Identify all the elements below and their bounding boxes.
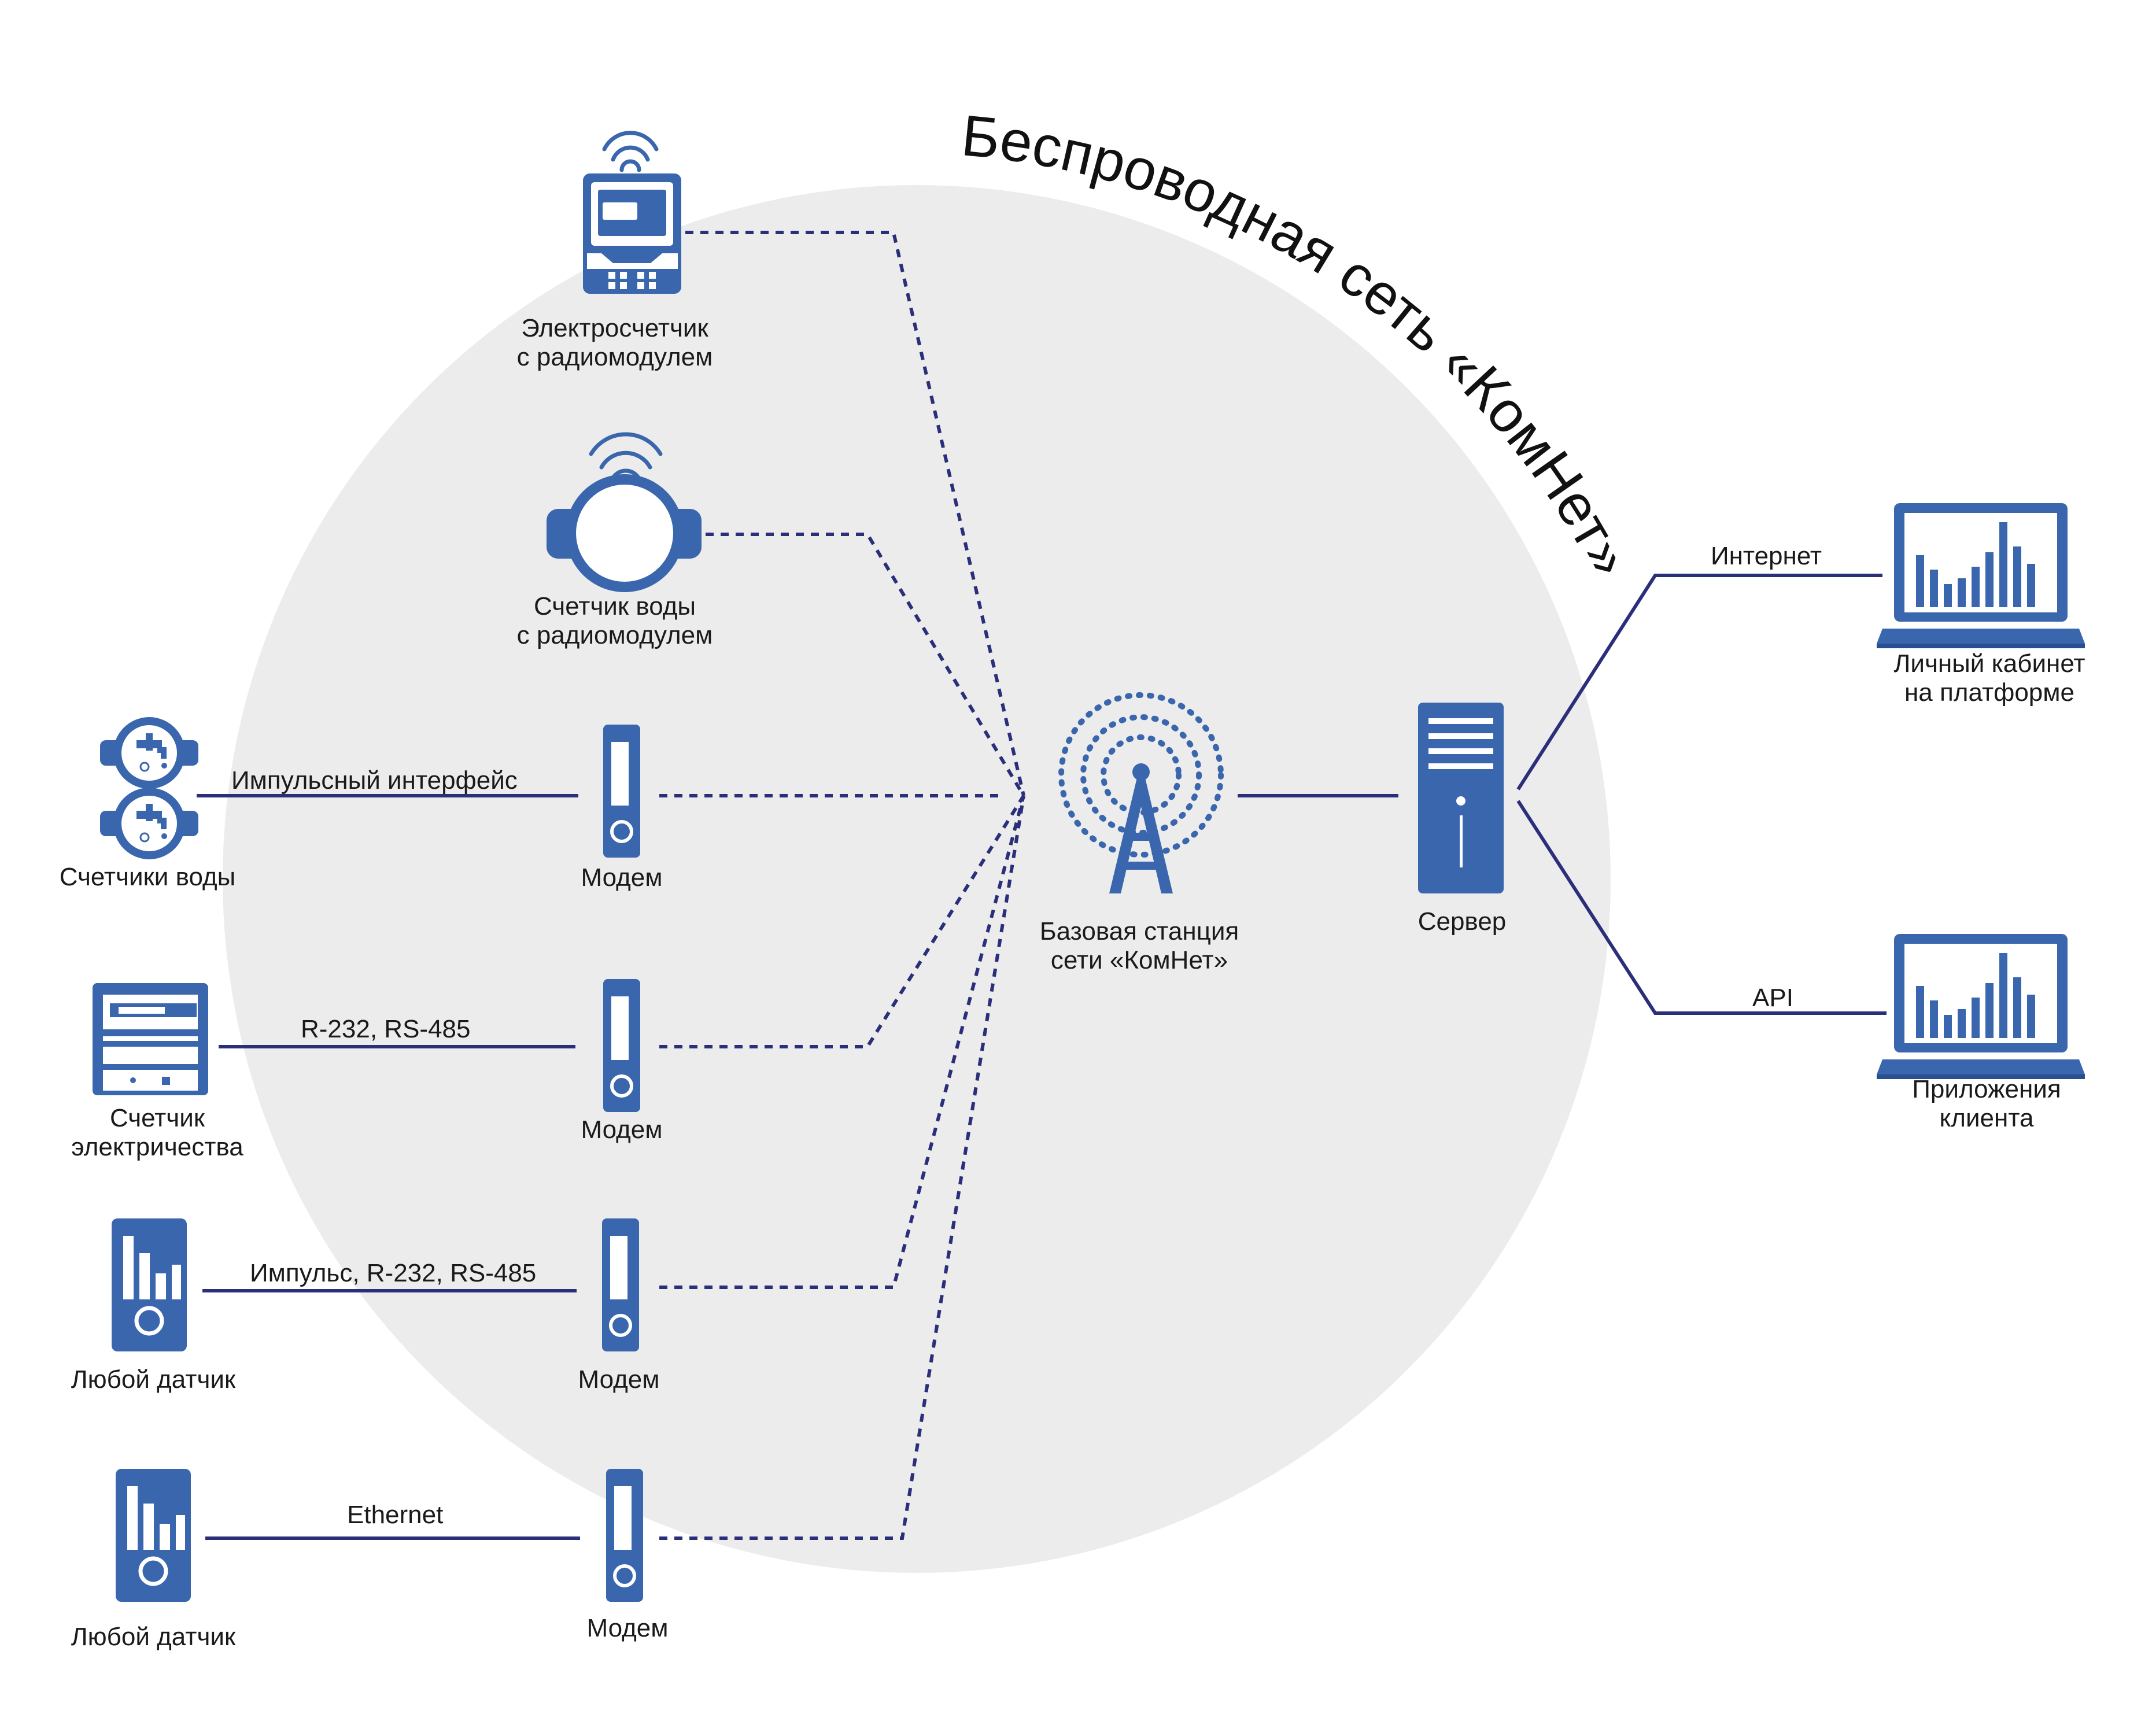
link-api [1516, 800, 1887, 1015]
wired-links [197, 574, 1887, 1540]
label-any-sensor-1: Любой датчик [71, 1365, 236, 1394]
label-modem-4: Модем [586, 1614, 668, 1642]
radio-link-elec-meter [685, 231, 1025, 796]
link-internet [1516, 574, 1882, 791]
radio-tower-icon [1058, 692, 1224, 893]
sensor-device-icon [112, 1218, 187, 1351]
radio-link-modem-4 [659, 795, 1025, 1540]
water-meter-icon [99, 716, 200, 860]
link-label-rs: R-232, RS-485 [301, 1015, 470, 1043]
modem-icon [603, 979, 640, 1112]
label-base-line1: Базовая станция [1040, 917, 1239, 945]
electric-meter-radio-icon [583, 131, 681, 294]
label-elec-meter-line1: Счетчик [110, 1104, 205, 1132]
label-cabinet-line2: на платформе [1904, 678, 2074, 707]
label-any-sensor-2: Любой датчик [71, 1623, 236, 1651]
wireless-network-area [223, 185, 1611, 1573]
label-elec-radio-line1: Электросчетчик [521, 314, 708, 342]
modem-icon [606, 1469, 643, 1602]
label-modem-1: Модем [581, 863, 662, 892]
label-water-radio-line1: Счетчик воды [534, 592, 696, 620]
sensor-device-icon [116, 1469, 191, 1602]
laptop-chart-icon [1877, 934, 2085, 1079]
label-cabinet-line1: Личный кабинет [1893, 649, 2085, 678]
label-modem-3: Модем [578, 1365, 659, 1394]
link-label-ethernet: Ethernet [347, 1501, 443, 1529]
modem-icon [603, 725, 640, 858]
link-label-pulse-rs: Импульс, R-232, RS-485 [250, 1259, 536, 1287]
link-label-internet: Интернет [1711, 542, 1822, 570]
radio-link-water-meter [706, 533, 1025, 797]
label-base-line2: сети «КомНет» [1051, 946, 1228, 974]
label-elec-radio-line2: с радиомодулем [517, 343, 713, 371]
label-elec-meter-line2: электричества [71, 1133, 243, 1161]
label-apps-line1: Приложения [1912, 1075, 2061, 1103]
water-meter-radio-icon [547, 432, 702, 592]
laptop-chart-icon [1877, 503, 2085, 648]
label-modem-2: Модем [581, 1116, 662, 1144]
modem-icon [602, 1218, 639, 1351]
link-label-pulse: Импульсный интерфейс [231, 766, 518, 795]
link-label-api: API [1752, 984, 1793, 1012]
electric-meter-icon [93, 983, 208, 1095]
label-server: Сервер [1418, 907, 1507, 936]
label-water-meters: Счетчики воды [60, 863, 236, 891]
radio-link-modem-3 [659, 795, 1025, 1289]
label-apps-line2: клиента [1940, 1104, 2034, 1132]
server-icon [1418, 703, 1504, 893]
radio-links [659, 231, 1025, 1540]
label-water-radio-line2: с радиомодулем [517, 621, 713, 649]
